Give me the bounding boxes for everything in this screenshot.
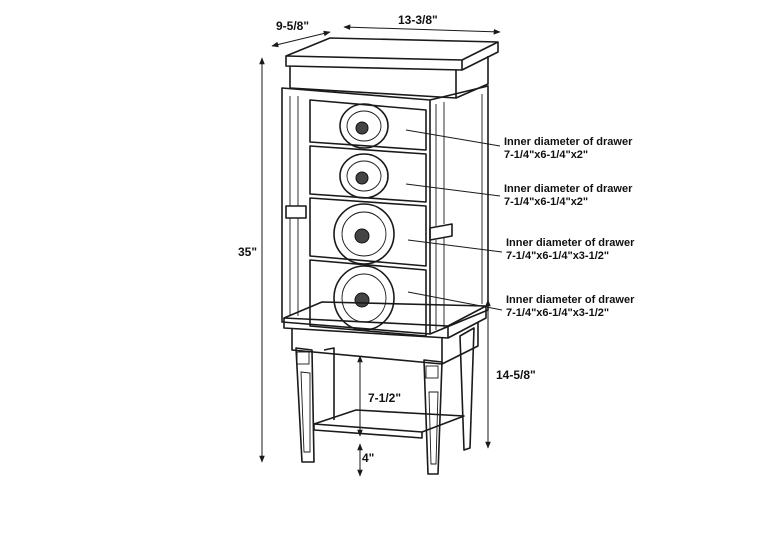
top-lid	[285, 37, 499, 99]
drawer-callout-4: Inner diameter of drawer 7-1/4"x6-1/4"x3…	[506, 294, 635, 319]
drawer-1[interactable]	[309, 99, 427, 151]
drawer-callout-1: Inner diameter of drawer 7-1/4"x6-1/4"x2…	[504, 136, 633, 161]
drawer-callout-2: Inner diameter of drawer 7-1/4"x6-1/4"x2…	[504, 183, 633, 208]
callout-title: Inner diameter of drawer	[504, 183, 633, 195]
stand-height-label: 14-5/8"	[496, 368, 536, 382]
callout-size: 7-1/4"x6-1/4"x3-1/2"	[506, 250, 609, 262]
callout-title: Inner diameter of drawer	[506, 294, 635, 306]
shelf-clearance-label: 4"	[362, 451, 374, 465]
stand	[283, 301, 487, 475]
drawer-knob-4[interactable]	[354, 292, 370, 308]
drawer-2[interactable]	[309, 145, 427, 203]
drawer-knob-3[interactable]	[354, 228, 370, 244]
drawer-callout-3: Inner diameter of drawer 7-1/4"x6-1/4"x3…	[506, 237, 635, 262]
callout-size: 7-1/4"x6-1/4"x3-1/2"	[506, 307, 609, 319]
shelf-gap-label: 7-1/2"	[368, 391, 401, 405]
callout-size: 7-1/4"x6-1/4"x2"	[504, 196, 588, 208]
drawer-3[interactable]	[309, 197, 427, 267]
callout-size: 7-1/4"x6-1/4"x2"	[504, 149, 588, 161]
drawer-knob-1[interactable]	[355, 121, 369, 135]
depth-label: 9-5/8"	[276, 19, 309, 33]
dimension-lines	[259, 24, 503, 477]
width-label: 13-3/8"	[398, 13, 438, 27]
cabinet-body	[281, 85, 489, 335]
callout-title: Inner diameter of drawer	[504, 136, 633, 148]
callout-title: Inner diameter of drawer	[506, 237, 635, 249]
height-label: 35"	[238, 245, 257, 259]
drawer-knob-2[interactable]	[355, 171, 369, 185]
